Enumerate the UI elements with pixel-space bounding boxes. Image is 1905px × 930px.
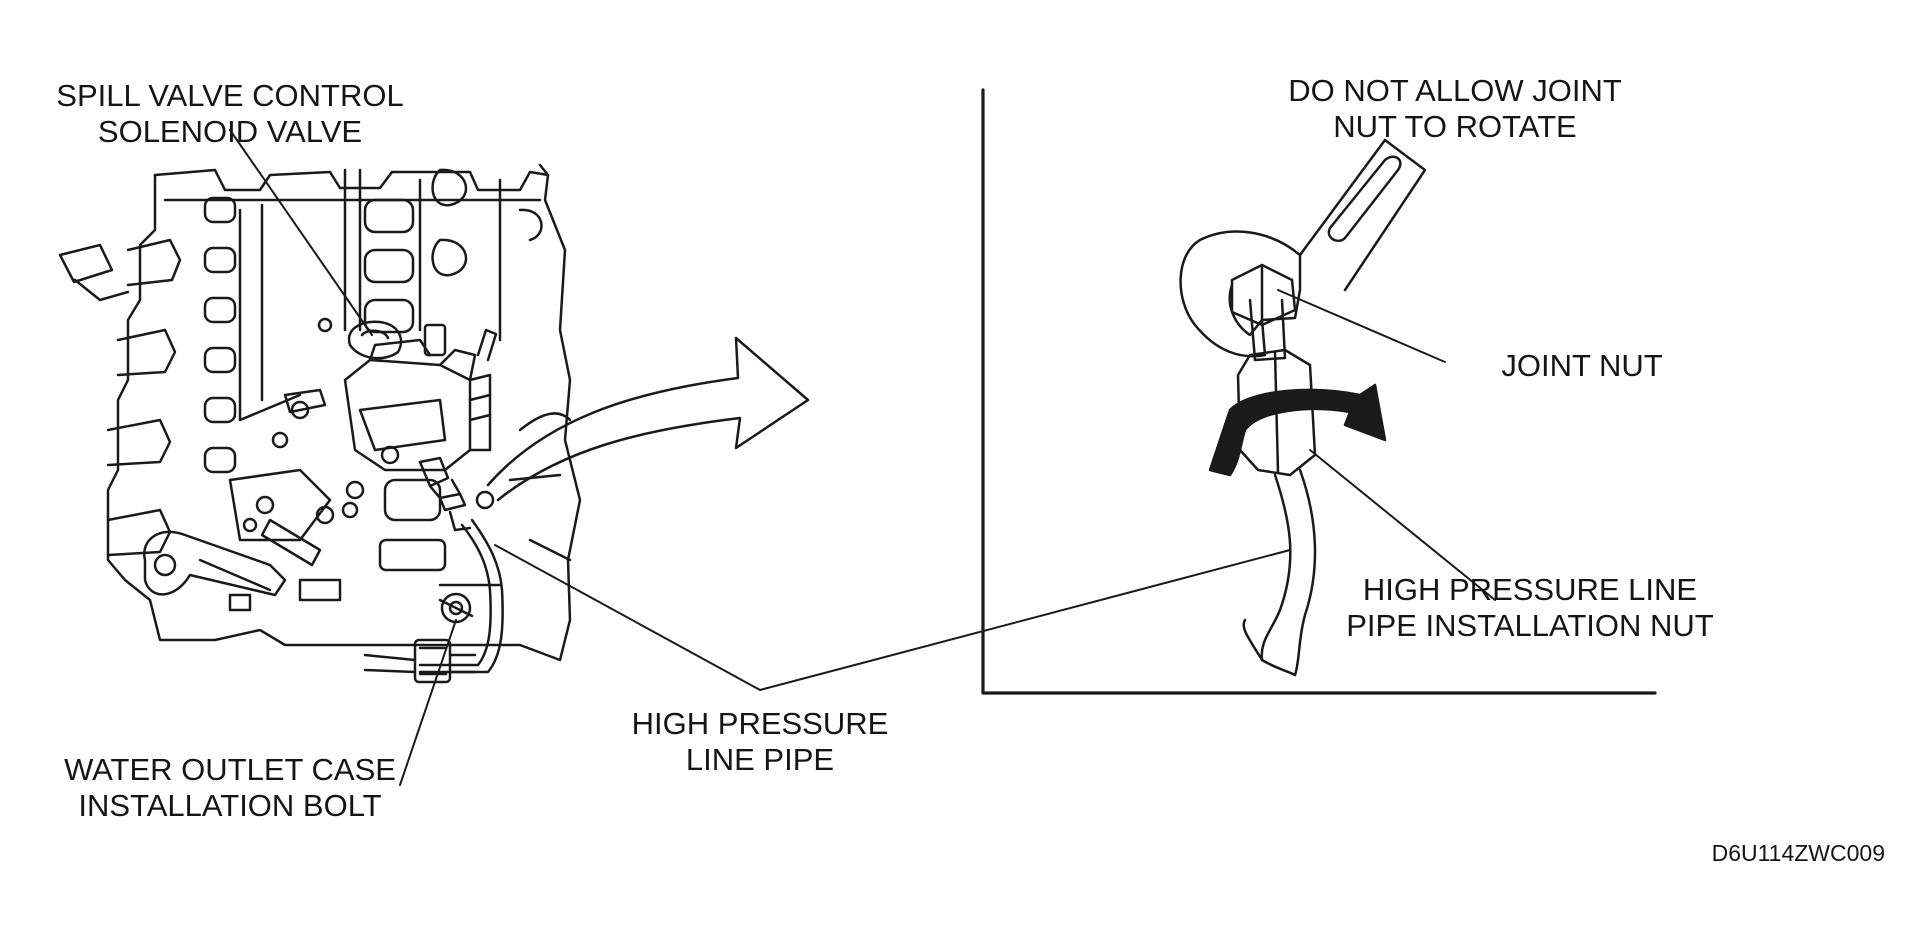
label-water-outlet-bolt: WATER OUTLET CASE INSTALLATION BOLT bbox=[40, 752, 420, 824]
leader-water-bolt bbox=[399, 619, 457, 786]
leader-spill-valve bbox=[229, 129, 373, 336]
wrench-detail-illustration bbox=[1179, 138, 1427, 677]
label-spill-valve: SPILL VALVE CONTROL SOLENOID VALVE bbox=[30, 78, 430, 150]
detail-frame bbox=[981, 88, 1657, 695]
label-water-outlet-bolt-line1: WATER OUTLET CASE bbox=[64, 752, 396, 787]
label-hp-line-pipe-line2: LINE PIPE bbox=[685, 742, 835, 777]
label-hp-line-nut-line2: PIPE INSTALLATION NUT bbox=[1346, 608, 1714, 643]
label-spill-valve-line1: SPILL VALVE CONTROL bbox=[56, 78, 404, 113]
engine-block-illustration bbox=[58, 163, 582, 684]
label-spill-valve-line2: SOLENOID VALVE bbox=[97, 114, 363, 149]
label-joint-nut-text: JOINT NUT bbox=[1501, 348, 1663, 383]
direction-arrow bbox=[486, 336, 810, 502]
leader-installation-nut bbox=[1309, 449, 1496, 601]
label-water-outlet-bolt-line2: INSTALLATION BOLT bbox=[78, 788, 382, 823]
label-do-not-allow: DO NOT ALLOW JOINT NUT TO ROTATE bbox=[1245, 73, 1665, 145]
label-hp-line-pipe-line1: HIGH PRESSURE bbox=[631, 706, 889, 741]
leader-lines bbox=[229, 129, 1496, 786]
leader-hp-pipe bbox=[494, 544, 1291, 691]
label-do-not-allow-line2: NUT TO ROTATE bbox=[1333, 109, 1577, 144]
label-hp-line-nut-line1: HIGH PRESSURE LINE bbox=[1362, 572, 1698, 607]
figure-code: D6U114ZWC009 bbox=[1660, 835, 1885, 871]
figure-code-text: D6U114ZWC009 bbox=[1711, 840, 1885, 866]
label-joint-nut: JOINT NUT bbox=[1462, 348, 1702, 384]
label-hp-line-nut: HIGH PRESSURE LINE PIPE INSTALLATION NUT bbox=[1330, 572, 1730, 644]
label-hp-line-pipe: HIGH PRESSURE LINE PIPE bbox=[600, 706, 920, 778]
leader-joint-nut bbox=[1277, 289, 1446, 363]
label-do-not-allow-line1: DO NOT ALLOW JOINT bbox=[1288, 73, 1622, 108]
